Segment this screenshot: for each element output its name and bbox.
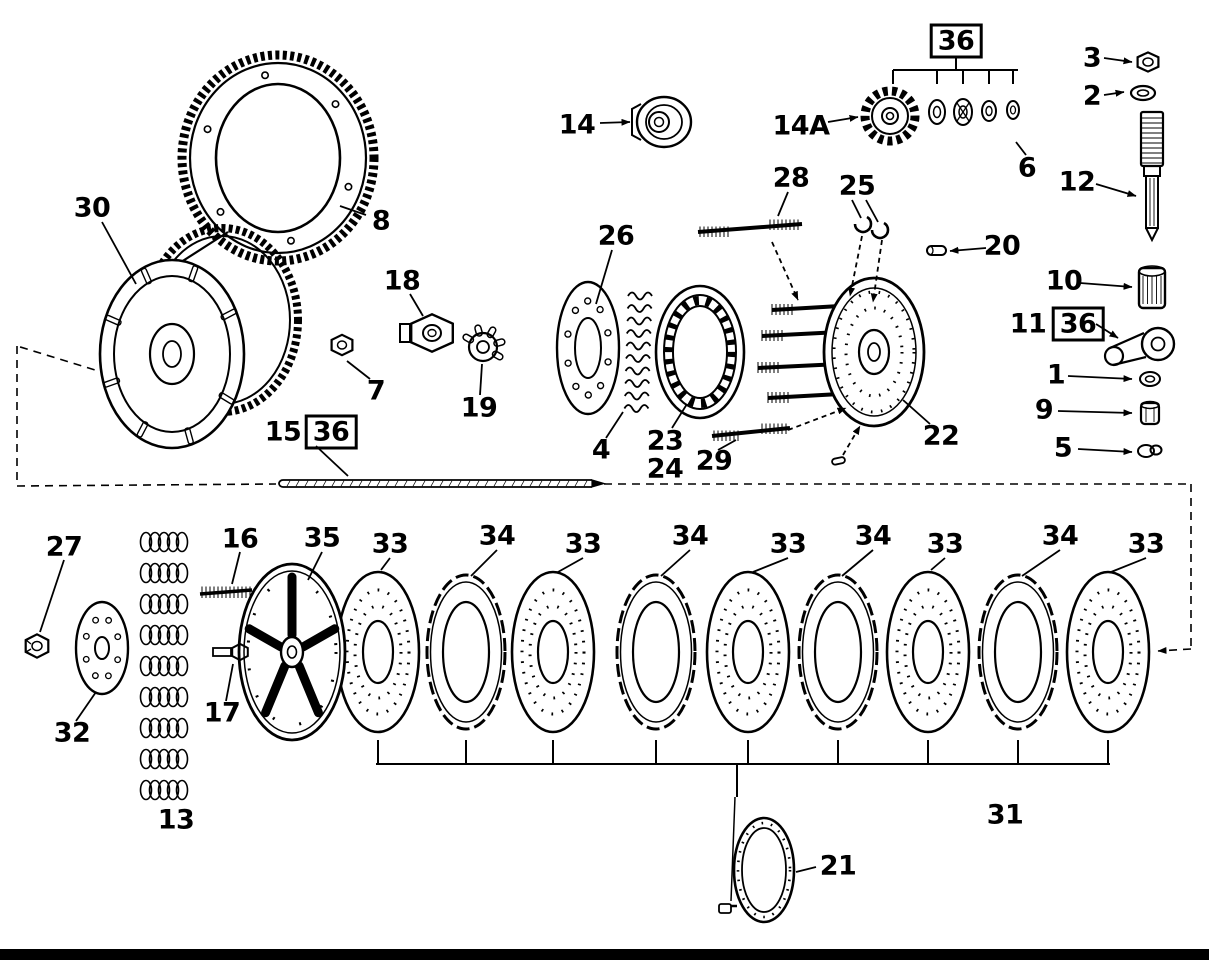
part-33-steel-disc [510,570,596,734]
callout-15: 15 [264,416,302,448]
part-3-nut [1136,51,1160,73]
part-14A-gear [860,86,920,146]
callout-7: 7 [366,375,386,407]
part-23-24-bearing-cage [654,284,746,420]
part-12-shaft [1139,110,1165,243]
callout-33-3: 33 [769,528,807,560]
part-14-bearing-housing [631,95,693,149]
part-27-nut [24,633,50,659]
part-group-36-small-parts [892,58,1020,126]
callout-20: 20 [983,230,1021,262]
callout-14A: 14A [772,110,830,142]
part-20-key [926,245,947,256]
callout-33-5: 33 [1127,528,1165,560]
callout-22: 22 [922,420,960,452]
callout-17: 17 [203,697,241,729]
callout-8: 8 [371,205,391,237]
part-34-friction-disc [797,573,879,731]
part-33-steel-disc [885,570,971,734]
bottom-black-bar [0,949,1209,960]
callout-21: 21 [819,850,857,882]
part-19-tab-lock-washer [462,324,506,363]
callout-36-mid: 36 [1051,306,1105,342]
part-17-adjusting-screw [212,642,249,662]
callout-9: 9 [1034,394,1054,426]
callout-35: 35 [303,522,341,554]
part-4-springs [623,291,653,413]
callout-36-top: 36 [929,23,983,59]
part-25-spring-clips [853,215,890,240]
part-33-steel-disc [705,570,791,734]
callout-29: 29 [695,445,733,477]
part-16-stud [199,586,253,598]
part-26-release-disc [555,280,621,416]
callout-25: 25 [838,170,876,202]
part-13-clutch-springs [139,531,189,801]
part-18-adjusting-nut [399,312,454,354]
callout-23: 23 [646,425,684,457]
part-11-release-lever [1103,326,1176,367]
callout-33-1: 33 [371,528,409,560]
part-29-stud [711,423,791,441]
callout-12: 12 [1058,166,1096,198]
part-15-pushrod [278,479,607,488]
callout-16: 16 [221,523,259,555]
callout-34-1: 34 [478,520,516,552]
callout-26: 26 [597,220,635,252]
part-34-friction-disc [977,573,1059,731]
callout-30: 30 [73,192,111,224]
part-32-spring-collar [74,600,130,696]
callout-33-2: 33 [564,528,602,560]
part-30-clutch-drum [98,224,302,450]
callout-36-rod: 36 [304,414,358,450]
callout-leaders [39,57,1147,873]
part-34-friction-disc [615,573,697,731]
callout-2: 2 [1082,80,1102,112]
callout-4: 4 [591,434,611,466]
callout-32: 32 [53,717,91,749]
bracket-31 [376,740,1110,902]
callout-3: 3 [1082,42,1102,74]
part-21-plate [718,816,796,924]
part-7-nut [330,333,354,357]
callout-6: 6 [1017,152,1037,184]
callout-28: 28 [772,162,810,194]
part-33-steel-disc [1065,570,1151,734]
part-33-steel-disc [335,570,421,734]
part-1-washer [1139,371,1161,387]
part-35-pressure-plate [237,562,347,742]
callout-1: 1 [1046,359,1066,391]
part-34-friction-disc [425,573,507,731]
callout-27: 27 [45,531,83,563]
part-5-clip [1137,444,1163,458]
part-22-clutch-hub [757,276,926,466]
part-9-bushing [1139,400,1161,426]
callout-34-3: 34 [854,520,892,552]
callout-13: 13 [157,804,195,836]
callout-18: 18 [383,265,421,297]
callout-33-4: 33 [926,528,964,560]
callout-14: 14 [558,109,596,141]
part-2-lock-washer [1129,84,1157,102]
callout-19: 19 [460,392,498,424]
part-28-stud [697,219,803,237]
callout-10: 10 [1045,265,1083,297]
assembly-dashed-lines [16,345,1192,654]
callout-5: 5 [1053,432,1073,464]
callout-34-2: 34 [671,520,709,552]
part-10-roller [1137,265,1167,310]
callout-11: 11 [1009,308,1047,340]
callout-34-4: 34 [1041,520,1079,552]
callout-31: 31 [986,799,1024,831]
callout-24: 24 [646,453,684,485]
